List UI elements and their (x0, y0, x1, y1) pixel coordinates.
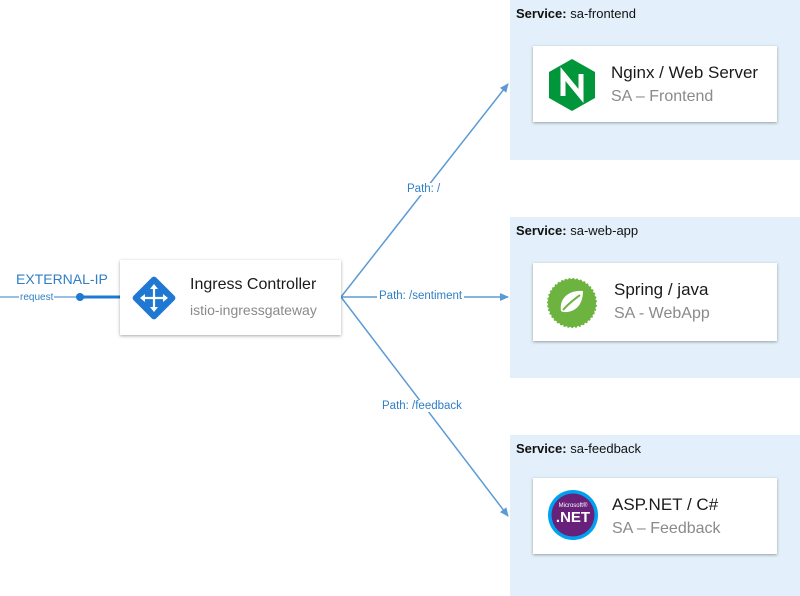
request-label: request (19, 292, 55, 303)
path-label-feedback: Path: /feedback (380, 400, 464, 412)
webapp-card: Spring / java SA - WebApp (533, 263, 777, 341)
frontend-title: Nginx / Web Server (611, 63, 759, 82)
webapp-subtitle: SA - WebApp (614, 305, 710, 322)
feedback-subtitle: SA – Feedback (612, 520, 721, 537)
nginx-logo-icon (547, 58, 597, 117)
dotnet-logo-text: .NET (555, 509, 591, 526)
entry-point-dot (76, 293, 84, 301)
service-prefix: Service: (516, 223, 567, 238)
dotnet-logo-icon: Microsoft® .NET (547, 489, 599, 541)
webapp-title: Spring / java (614, 280, 709, 299)
ingress-subtitle: istio-ingressgateway (190, 302, 317, 318)
service-name: sa-frontend (570, 6, 636, 21)
service-prefix: Service: (516, 6, 567, 21)
ingress-controller-card: Ingress Controller istio-ingressgateway (120, 260, 341, 335)
frontend-card: Nginx / Web Server SA – Frontend (533, 46, 777, 122)
service-prefix: Service: (516, 441, 567, 456)
service-name: sa-feedback (570, 441, 642, 456)
path-label-frontend: Path: / (405, 183, 443, 195)
service-name: sa-web-app (570, 223, 639, 238)
feedback-card: Microsoft® .NET ASP.NET / C# SA – Feedba… (533, 478, 777, 554)
feedback-title: ASP.NET / C# (612, 495, 719, 514)
spring-logo-icon (545, 276, 599, 335)
external-ip-label: EXTERNAL-IP (16, 271, 108, 287)
frontend-subtitle: SA – Frontend (611, 88, 714, 105)
ingress-gateway-icon (131, 275, 177, 326)
path-label-webapp: Path: /sentiment (377, 290, 465, 302)
ingress-title: Ingress Controller (190, 276, 317, 293)
dotnet-logo-small-text: Microsoft® (558, 503, 588, 509)
